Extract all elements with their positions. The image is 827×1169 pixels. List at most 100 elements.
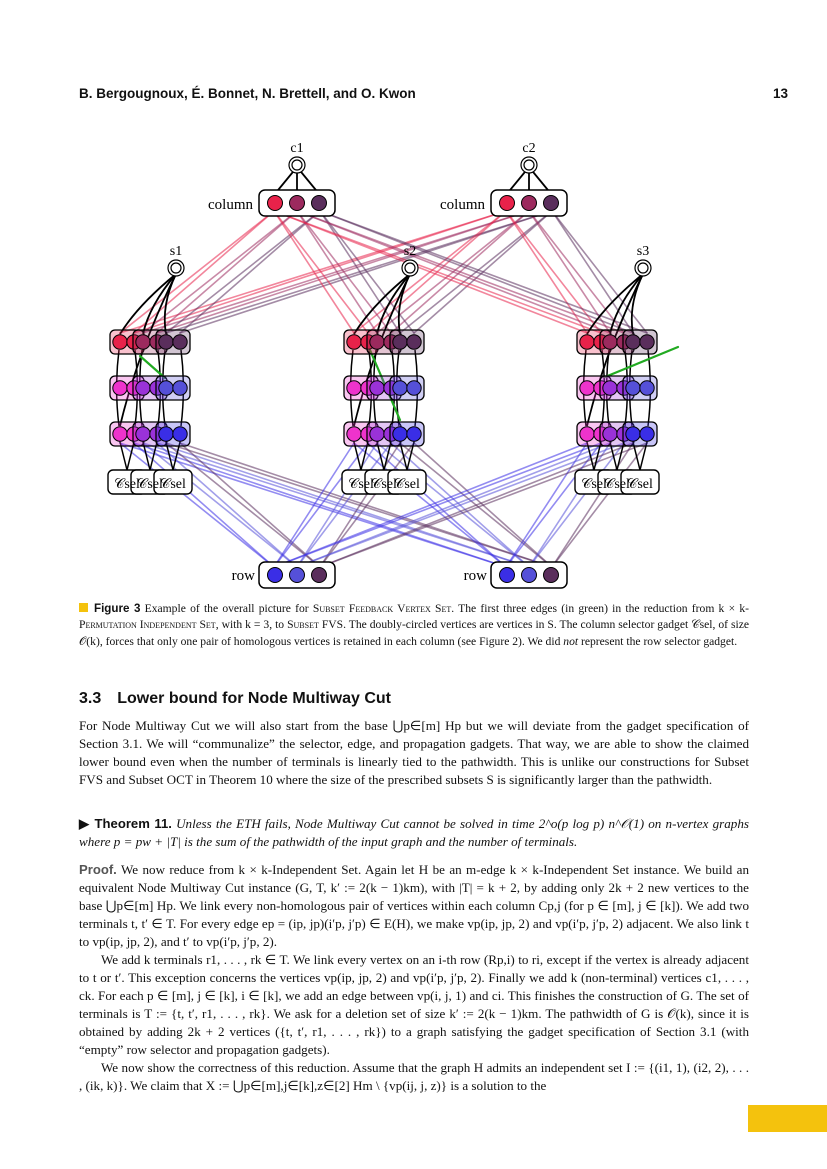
column-selector-vertex [289, 195, 305, 211]
row-edge [142, 442, 298, 568]
column-edge [273, 210, 369, 334]
column-edge [165, 210, 321, 334]
caption-text: , with k = 3, to [215, 618, 288, 632]
selector-edge [149, 441, 158, 471]
gadget-vertex [392, 380, 408, 396]
csel-gadget-box [153, 469, 193, 495]
selector-edge [632, 441, 641, 471]
csel-label: 𝒞sel [114, 477, 140, 492]
gadget-vertex [135, 380, 151, 396]
selector-edge [383, 441, 392, 471]
caption-text: Example of the overall picture for [140, 602, 313, 615]
column-edge [528, 210, 625, 334]
row-edge [551, 442, 634, 568]
row-edge [296, 442, 378, 568]
csel-label: 𝒞sel [371, 477, 397, 492]
csel-gadget-box [387, 469, 427, 495]
csel-label: 𝒞sel [627, 477, 653, 492]
paragraph-intro: For Node Multiway Cut we will also start… [79, 718, 749, 787]
row-edge [296, 442, 625, 568]
column-edge [273, 210, 355, 334]
row-selector-vertex [543, 567, 559, 583]
caption-problem-name: Subset [287, 618, 319, 632]
terminal-s-inner [404, 262, 416, 274]
terminal-s-inner [170, 262, 182, 274]
row-edge [319, 442, 401, 568]
row-edge [273, 442, 588, 568]
selector-edge [586, 441, 595, 471]
terminal-edge [397, 273, 411, 335]
row-edge [528, 442, 625, 568]
terminal-edge [353, 273, 411, 335]
csel-label: 𝒞sel [604, 477, 630, 492]
column-label: column [208, 197, 253, 213]
gadget-vertex [158, 334, 174, 350]
row-selector-vertex [267, 567, 283, 583]
terminal-c-label: c2 [522, 141, 535, 156]
terminal-edge [376, 273, 411, 335]
theorem-text: Unless the ETH fails, Node Multiway Cut … [79, 816, 749, 849]
column-edge [319, 210, 634, 334]
row-edge [165, 442, 321, 568]
running-header: B. Bergougnoux, É. Bonnet, N. Brettell, … [79, 86, 788, 101]
gadget-vertex [172, 380, 188, 396]
row-edge [505, 442, 588, 568]
page-number: 13 [772, 86, 788, 101]
column-edge [319, 210, 401, 334]
selector-edge [376, 441, 385, 471]
column-selector-vertex [499, 195, 515, 211]
column-selector-vertex [521, 195, 537, 211]
theorem-label: ▶ Theorem 11. [79, 816, 172, 831]
gadget-vertex [346, 380, 362, 396]
column-edge [296, 210, 625, 334]
row-edge [319, 442, 634, 568]
gadget-vertex [579, 426, 595, 442]
column-edge [505, 210, 588, 334]
csel-gadget-box [620, 469, 660, 495]
selector-edge [609, 441, 618, 471]
row-edge [296, 442, 611, 568]
row-edge [528, 442, 611, 568]
column-selector-vertex [543, 195, 559, 211]
gadget-vertex [158, 380, 174, 396]
gadget-vertex [135, 334, 151, 350]
gadget-vertex [135, 426, 151, 442]
gadget-vertex [392, 334, 408, 350]
column-selector-vertex [267, 195, 283, 211]
selector-edge [399, 441, 408, 471]
selector-edge [142, 441, 151, 471]
gadget-vertex [639, 426, 655, 442]
row-selector-vertex [499, 567, 515, 583]
gadget-vertex [579, 380, 595, 396]
selector-edge [119, 441, 128, 471]
csel-label: 𝒞sel [348, 477, 374, 492]
selector-edge [172, 441, 181, 471]
caption-emphasis: not [563, 634, 579, 648]
selector-edge [406, 441, 415, 471]
row-edge [505, 442, 602, 568]
gadget-vertex [625, 334, 641, 350]
green-edge [603, 345, 680, 379]
row-selector-vertex [289, 567, 305, 583]
row-edge [296, 442, 392, 568]
caption-problem-name: Permutation Independent Set [79, 618, 216, 632]
terminal-edge [609, 273, 644, 335]
row-edge [156, 442, 298, 568]
csel-label: 𝒞sel [394, 477, 420, 492]
gadget-vertex [369, 334, 385, 350]
column-edge [119, 210, 275, 334]
caption-marker [79, 603, 88, 612]
terminal-c-inner [291, 159, 303, 171]
gadget-vertex [625, 426, 641, 442]
column-edge [142, 210, 298, 334]
gadget-vertex [369, 380, 385, 396]
gadget-vertex [112, 380, 128, 396]
column-edge [156, 210, 298, 334]
gadget-vertex [172, 334, 188, 350]
row-label: row [464, 568, 487, 584]
gadget-vertex [406, 380, 422, 396]
column-edge [296, 210, 392, 334]
selector-edge [353, 441, 362, 471]
proof-text: We now reduce from k × k-Independent Set… [79, 862, 749, 949]
header-authors: B. Bergougnoux, É. Bonnet, N. Brettell, … [79, 86, 416, 101]
